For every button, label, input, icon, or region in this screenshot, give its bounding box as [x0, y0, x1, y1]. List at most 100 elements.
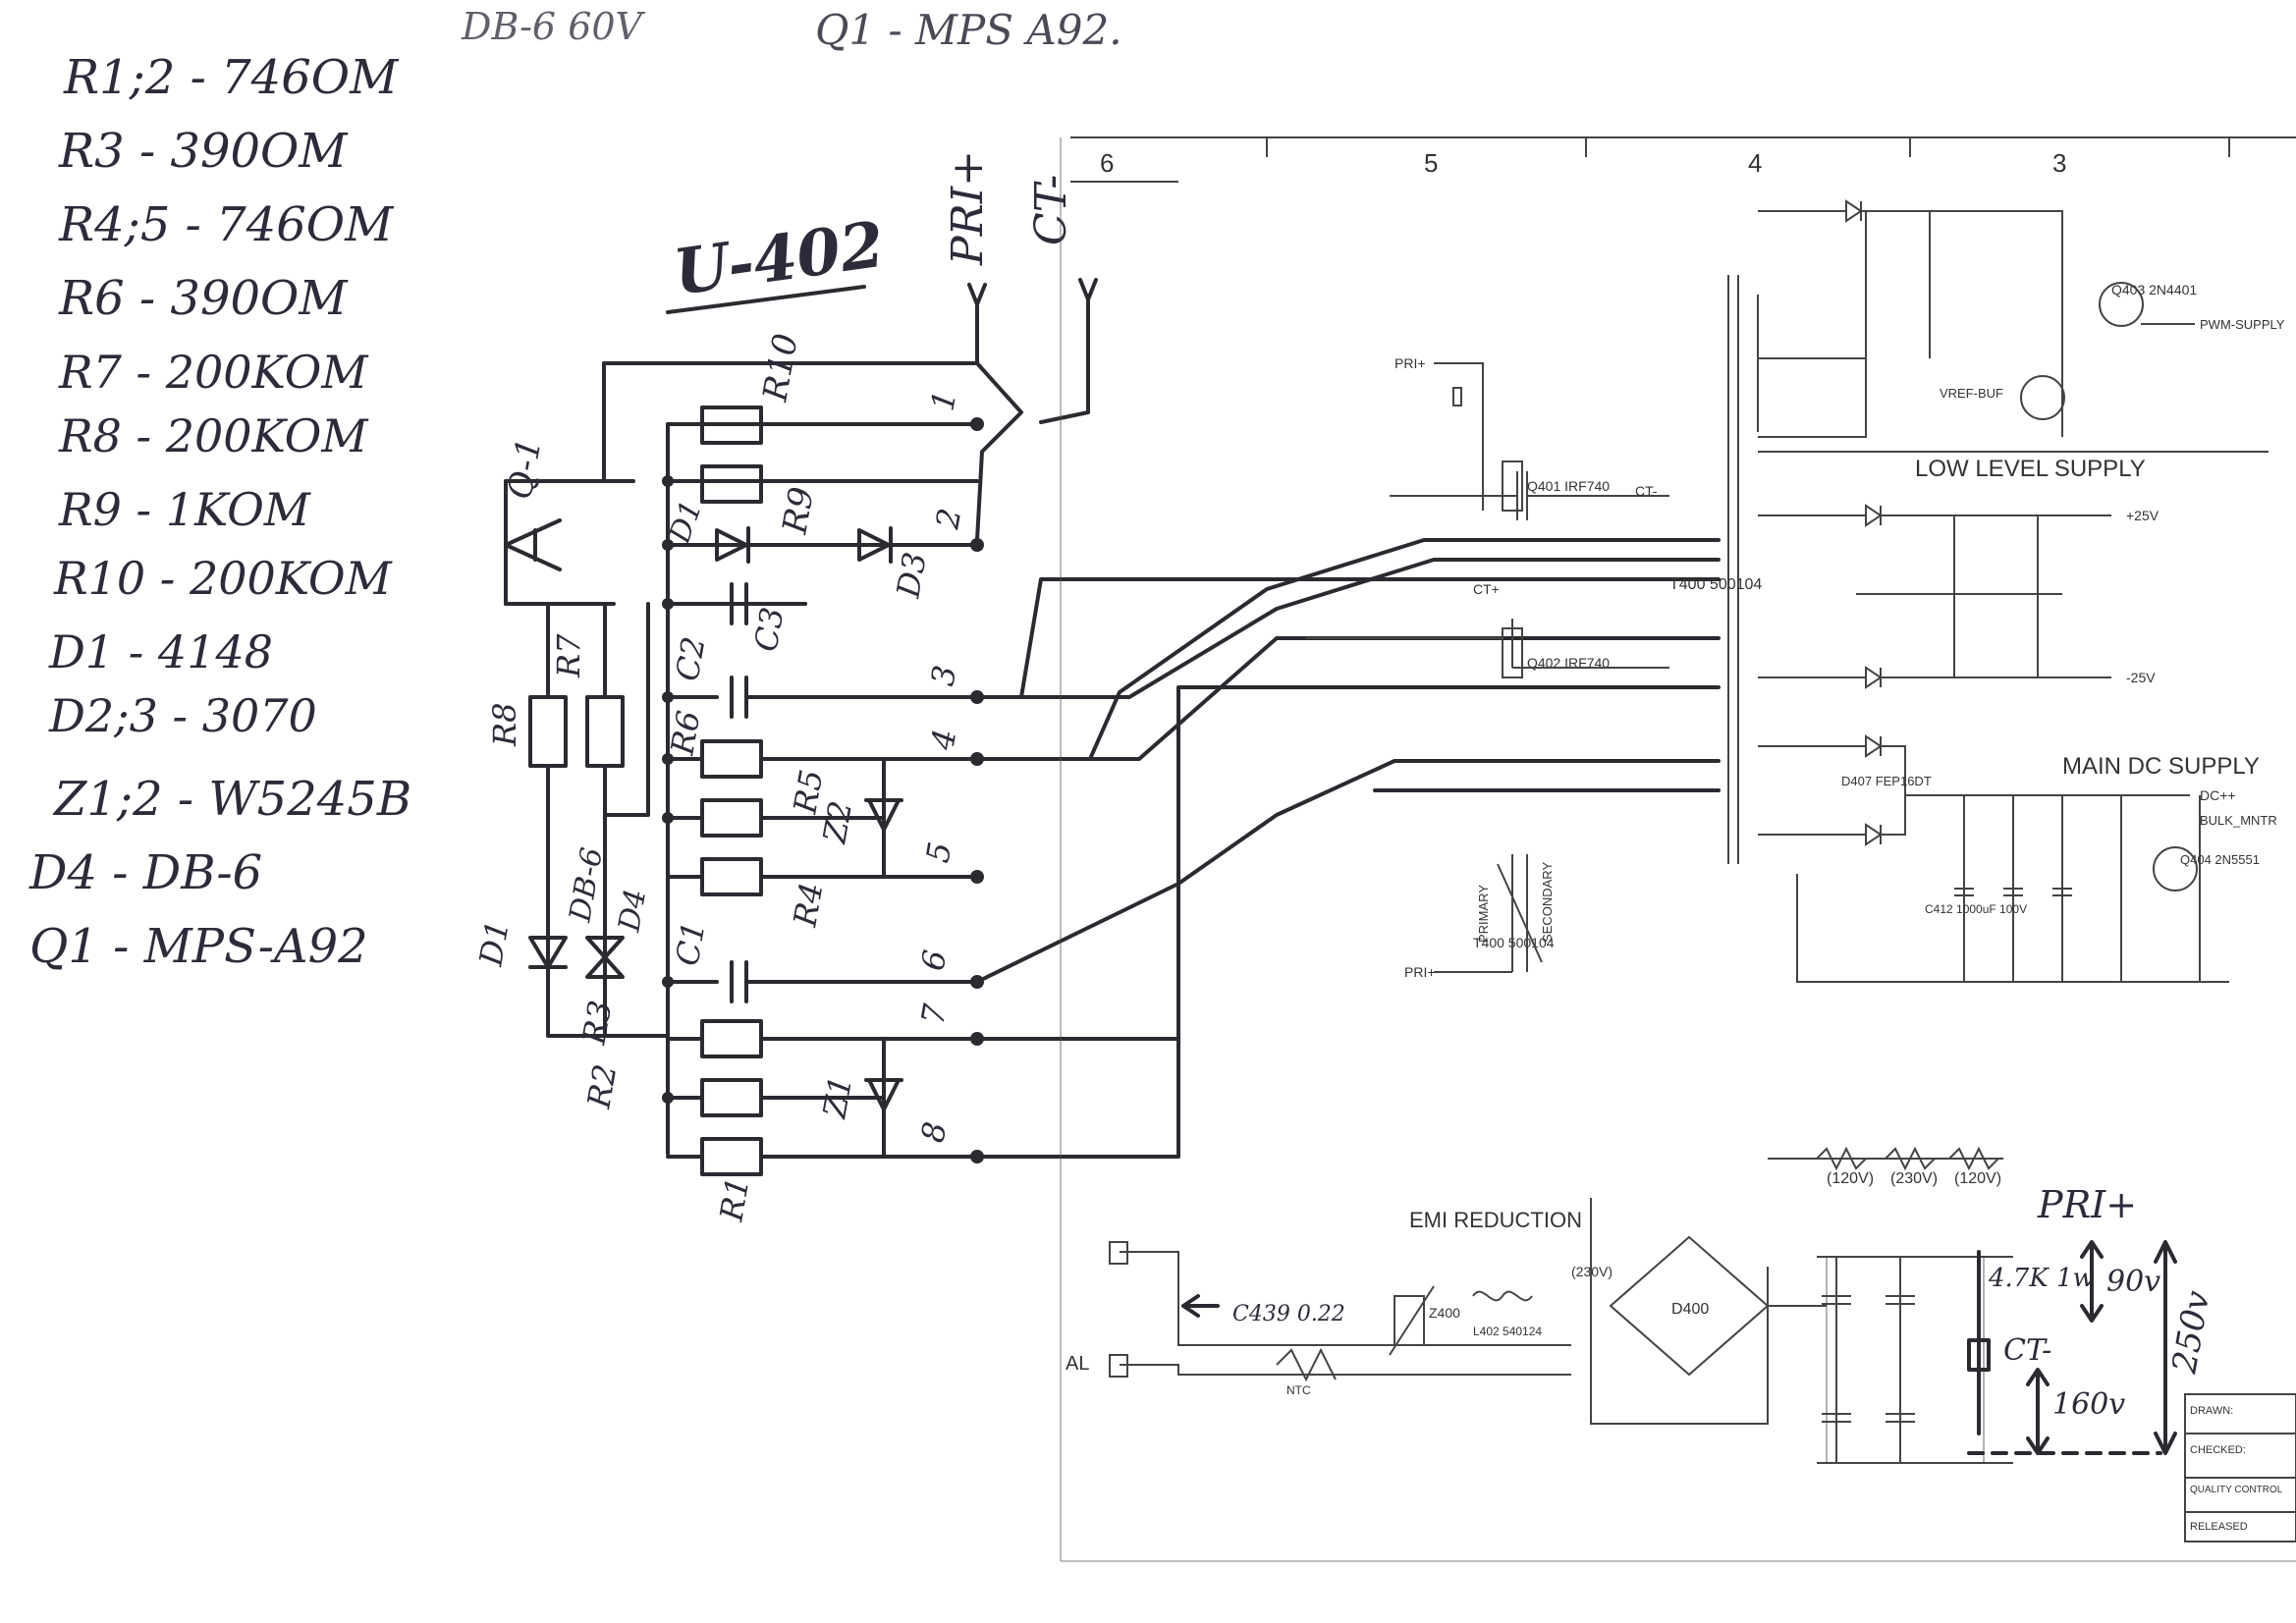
label-ct-plus: CT+	[1473, 581, 1500, 597]
voltage-selector: (120V) (230V) (120V)	[1768, 1146, 2003, 1187]
note-90v: 90v	[2106, 1265, 2160, 1299]
tb-checked: CHECKED:	[2190, 1444, 2246, 1456]
label-r6: R6	[663, 708, 707, 758]
transformer-core	[1727, 275, 1739, 864]
label-r1: R1	[712, 1174, 756, 1224]
note-250v: 250v	[2164, 1288, 2217, 1378]
label-d3: D3	[889, 549, 934, 601]
emi-230-label: (230V)	[1571, 1264, 1613, 1279]
input-ct-minus: CT-	[1026, 175, 1076, 245]
rail-pwm: PWM-SUPPLY	[2200, 317, 2285, 332]
part-d4: D4 - DB-6	[28, 845, 262, 900]
note-resistor-box	[1967, 1338, 1991, 1372]
section-low-level: LOW LEVEL SUPPLY	[1915, 456, 2146, 482]
part-r3: R3 - 390OM	[58, 124, 349, 179]
printed-emi-section: EMI REDUCTION AL NTC Z400 L402 540124 (2…	[1066, 1198, 2013, 1464]
input-pri-plus: PRI+	[943, 150, 993, 266]
resistor-r4	[700, 857, 763, 896]
label-r10: R10	[755, 331, 806, 406]
pin-1: 1	[923, 388, 963, 414]
diode-d1-bottom	[528, 936, 568, 969]
top-note-right: Q1 - MPS A92.	[815, 6, 1122, 54]
varistor-z400	[1389, 1285, 1435, 1356]
rail-dc-plus: DC++	[2200, 787, 2236, 803]
label-q1: Q-1	[500, 435, 549, 502]
note-pri-plus: PRI+	[2037, 1183, 2137, 1226]
part-q1: Q1 - MPS-A92	[29, 919, 368, 974]
transformer-label: T400 500104	[1669, 576, 1762, 593]
grid-col-5: 5	[1424, 148, 1438, 178]
label-c3: C3	[746, 605, 791, 655]
label-pri-plus-2: PRI+	[1404, 964, 1436, 980]
part-r10: R10 - 200KOM	[53, 552, 394, 605]
resistor-r1	[700, 1137, 763, 1176]
label-r9: R9	[775, 484, 822, 537]
rail-plus25: +25V	[2126, 508, 2159, 523]
resistor-r7	[585, 695, 625, 768]
bridge-d400	[1609, 1235, 1770, 1377]
label-r7: R7	[550, 633, 587, 678]
part-r6: R6 - 390OM	[58, 271, 349, 326]
sel-120b: (120V)	[1954, 1170, 2001, 1187]
part-r4-r5: R4;5 - 746OM	[58, 197, 395, 252]
label-r5: R5	[786, 767, 830, 817]
label-d4: D4	[612, 887, 653, 936]
printed-pwm-supply: Q403 2N4401 PWM-SUPPLY VREF-BUF	[1757, 199, 2285, 453]
resistor-r9	[700, 464, 763, 504]
printed-main-dc-supply: MAIN DC SUPPLY D407 FEP16DT C412 1000uF …	[1758, 734, 2277, 983]
pin-8: 8	[913, 1119, 954, 1146]
label-r4: R4	[786, 880, 830, 930]
section-main-dc: MAIN DC SUPPLY	[2062, 753, 2260, 780]
top-note-left: DB-6 60V	[461, 5, 646, 48]
label-c2: C2	[668, 634, 712, 684]
printed-low-level-supply: LOW LEVEL SUPPLY +25V -25V	[1758, 456, 2159, 689]
label-ct-minus: CT-	[1635, 483, 1658, 499]
title-block: DRAWN: CHECKED: QUALITY CONTROL RELEASED	[2184, 1393, 2296, 1542]
pin-7: 7	[913, 1001, 954, 1027]
d407-label: D407 FEP16DT	[1841, 774, 1932, 788]
printed-primary: T400 500104 T400 500104 PRIMARY SECONDAR…	[1306, 275, 1762, 980]
primary-label: PRIMARY	[1476, 885, 1491, 943]
label-r2: R2	[579, 1061, 624, 1111]
part-r1-r2: R1;2 - 746OM	[63, 50, 400, 105]
section-emi: EMI REDUCTION	[1409, 1208, 1582, 1232]
label-d1-bottom: D1	[471, 917, 517, 969]
hand-annotations: PRI+ 4.7K 1w CT- 90v 250v 160v C439 0.22	[1181, 1183, 2217, 1455]
sel-230: (230V)	[1890, 1170, 1938, 1187]
secondary-label: SECONDARY	[1540, 862, 1555, 943]
q401-label: Q401 IRF740	[1527, 478, 1610, 494]
q403-label: Q403 2N4401	[2111, 282, 2197, 298]
resistor-r10	[700, 406, 763, 445]
u402-module: U-402 PRI+ CT- R10 R9 D1 D3 Q-1 C	[471, 150, 1721, 1224]
resistor-r3-box	[700, 1019, 763, 1058]
tb-released: RELEASED	[2190, 1521, 2248, 1533]
label-r8: R8	[486, 703, 523, 747]
diode-d1	[715, 526, 750, 564]
sel-120a: (120V)	[1827, 1170, 1874, 1187]
label-db6: DB-6	[563, 845, 610, 926]
l402-label: L402 540124	[1473, 1325, 1542, 1338]
resistor-r6	[700, 739, 763, 779]
diac-db6	[585, 936, 625, 979]
part-r7: R7 - 200KOM	[58, 346, 369, 399]
label-c1: C1	[668, 919, 712, 969]
pin-3: 3	[923, 663, 963, 689]
part-z1-z2: Z1;2 - W5245B	[52, 772, 411, 827]
rail-minus25: -25V	[2126, 670, 2156, 685]
note-r-value: 4.7K 1w	[1988, 1264, 2095, 1293]
note-ct-minus: CT-	[2003, 1333, 2051, 1368]
label-z2: Z2	[815, 798, 859, 847]
zener-z1	[864, 1037, 903, 1159]
part-d2-d3: D2;3 - 3070	[48, 689, 317, 742]
pin-2: 2	[928, 506, 968, 533]
z400-label: Z400	[1429, 1305, 1460, 1321]
zener-z2	[864, 757, 903, 879]
pin-5: 5	[918, 839, 958, 866]
rail-vref: VREF-BUF	[1940, 386, 2003, 401]
print-grid: 6 5 4 3	[1060, 136, 2296, 1562]
part-r8: R8 - 200KOM	[58, 409, 369, 462]
part-d1: D1 - 4148	[48, 625, 273, 678]
note-c439: C439 0.22	[1232, 1302, 1345, 1326]
q404-label: Q404 2N5551	[2180, 852, 2260, 867]
